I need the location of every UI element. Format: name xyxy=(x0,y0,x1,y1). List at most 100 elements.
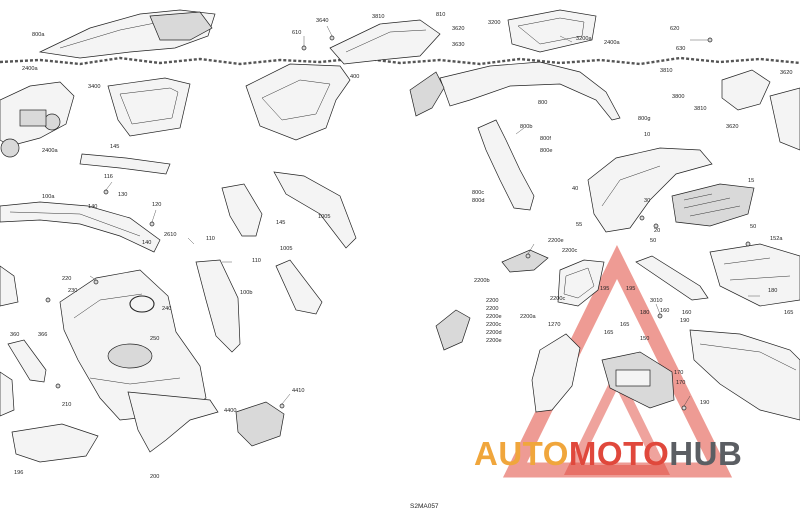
callout-label: 3640 xyxy=(316,18,328,24)
callout-label: 3810 xyxy=(660,68,672,74)
part-195 xyxy=(635,255,709,301)
callout-label: 3200a xyxy=(576,36,592,42)
callout-label: 2200 xyxy=(486,298,498,304)
part-3630 xyxy=(329,19,441,65)
callout-label: 2200d xyxy=(486,330,502,336)
callout-label: 195 xyxy=(600,286,609,292)
part-800a xyxy=(38,9,216,59)
callout-label: 610 xyxy=(292,30,301,36)
part-400 xyxy=(245,63,351,141)
callout-label: 110 xyxy=(252,258,261,264)
part-800c xyxy=(477,119,535,211)
callout-label: 800g xyxy=(638,116,650,122)
callout-label: 30 xyxy=(644,198,650,204)
callout-label: 20 xyxy=(654,228,660,234)
part-2200c xyxy=(501,249,605,307)
callout-label: 2200e xyxy=(548,238,564,244)
part-3200 xyxy=(507,9,597,53)
callout-label: 2200 xyxy=(486,306,498,312)
callout-label: 250 xyxy=(150,336,159,342)
part-250 xyxy=(59,269,207,421)
callout-label: 2400a xyxy=(604,40,620,46)
torn-page-edge xyxy=(0,56,800,66)
part-100b xyxy=(195,259,241,353)
watermark-hub: HUB xyxy=(669,435,743,472)
figure-code: S2MA057 xyxy=(410,503,439,510)
callout-label: 10 xyxy=(644,132,650,138)
callout-label: 165 xyxy=(604,330,613,336)
callout-label: 800d xyxy=(472,198,484,204)
callout-label: 160 xyxy=(682,310,691,316)
callout-label: 200 xyxy=(150,474,159,480)
callout-label: 165 xyxy=(620,322,629,328)
callout-label: 3200 xyxy=(488,20,500,26)
callout-label: 195 xyxy=(626,286,635,292)
callout-label: 220 xyxy=(62,276,71,282)
callout-label: 165 xyxy=(784,310,793,316)
callout-label: 2200b xyxy=(474,278,490,284)
callout-label: 3810 xyxy=(694,106,706,112)
callout-label: 1270 xyxy=(548,322,560,328)
part-1270 xyxy=(531,333,581,413)
callout-label: 50 xyxy=(750,224,756,230)
watermark-moto: MOTO xyxy=(568,435,670,472)
callout-label: 152a xyxy=(770,236,783,242)
callout-label: 210 xyxy=(62,402,71,408)
part-1005-lower xyxy=(275,259,323,315)
callout-label: 800a xyxy=(32,32,45,38)
callout-label: 2200c xyxy=(550,296,565,302)
callout-label: 400 xyxy=(350,74,359,80)
callout-label: 366 xyxy=(38,332,47,338)
callout-label: 2400a xyxy=(42,148,58,154)
callout-label: 145 xyxy=(110,144,119,150)
callout-label: 2200c xyxy=(562,248,577,254)
part-1005-upper xyxy=(273,171,357,249)
callout-label: 150 xyxy=(640,336,649,342)
callout-label: 2610 xyxy=(164,232,176,238)
part-100a xyxy=(0,201,161,253)
part-150 xyxy=(689,329,800,421)
callout-label: 180 xyxy=(640,310,649,316)
callout-label: 3400 xyxy=(88,84,100,90)
callout-label: 630 xyxy=(676,46,685,52)
callout-label: 140 xyxy=(142,240,151,246)
part-2400a-left xyxy=(0,81,75,158)
callout-label: 3800 xyxy=(672,94,684,100)
callout-label: 4400 xyxy=(224,408,236,414)
callout-label: 196 xyxy=(14,470,23,476)
callout-label: 3010 xyxy=(650,298,662,304)
part-240 xyxy=(129,295,155,313)
callout-label: 170 xyxy=(674,370,683,376)
fasteners xyxy=(45,35,751,411)
part-145-right xyxy=(221,183,263,237)
callout-label: 230 xyxy=(68,288,77,294)
callout-label: 160 xyxy=(660,308,669,314)
callout-label: 800e xyxy=(540,148,552,154)
watermark-auto: AUTO xyxy=(474,435,569,472)
callout-label: 800c xyxy=(472,190,484,196)
callout-label: 3630 xyxy=(452,42,464,48)
callout-label: 800 xyxy=(538,100,547,106)
part-4400 xyxy=(235,401,285,447)
leader-lines xyxy=(89,25,760,407)
part-152a xyxy=(709,243,800,307)
callout-label: 2200e xyxy=(486,314,502,320)
callout-label: 1005 xyxy=(318,214,330,220)
callout-label: 170 xyxy=(676,380,685,386)
part-3800 xyxy=(721,69,800,151)
part-145 xyxy=(79,153,171,175)
part-10 xyxy=(587,147,713,233)
callout-label: 2200c xyxy=(486,322,501,328)
callout-label: 2200a xyxy=(520,314,536,320)
part-800 xyxy=(409,61,621,121)
callout-label: 240 xyxy=(162,306,171,312)
callout-labels: 3640 3810 810 610 3620 3630 3200 3200a 2… xyxy=(10,12,793,480)
callout-label: 3620 xyxy=(452,26,464,32)
callout-label: 145 xyxy=(276,220,285,226)
callout-label: 3810 xyxy=(372,14,384,20)
callout-label: 116 xyxy=(104,174,113,180)
part-360 xyxy=(0,265,47,417)
callout-label: 190 xyxy=(680,318,689,324)
